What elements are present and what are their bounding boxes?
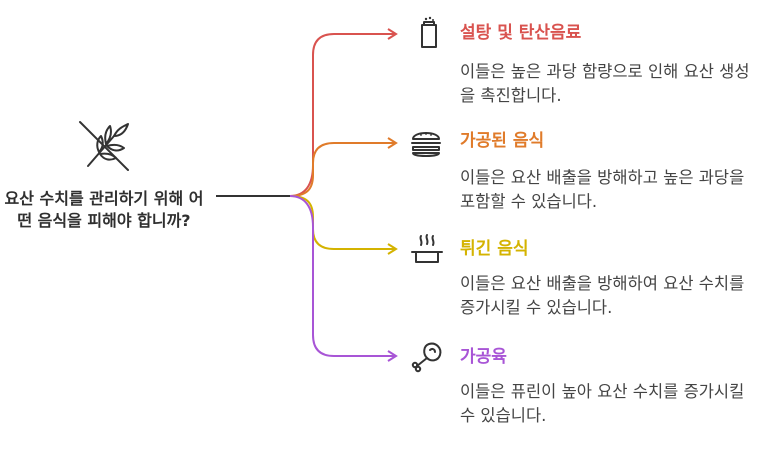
branch-description-4: 이들은 퓨린이 높아 요산 수치를 증가시킬 수 있습니다. <box>460 382 745 425</box>
no-wheat-icon <box>79 121 129 171</box>
fryer-pan-icon <box>411 234 443 263</box>
branch-arrow-2 <box>387 137 398 149</box>
branch-connector-1 <box>289 33 394 197</box>
branch-title-4: 가공육 <box>460 347 507 367</box>
branch-title-2: 가공된 음식 <box>460 131 545 151</box>
central-question: 요산 수치를 관리하기 위해 어떤 음식을 피해야 합니까? <box>4 189 204 230</box>
branch-description-2: 이들은 요산 배출을 방해하고 높은 과당을 포함할 수 있습니다. <box>460 168 745 211</box>
branch-arrow-4 <box>387 350 398 362</box>
branch-connector-3 <box>289 195 394 250</box>
branch-arrow-1 <box>387 28 398 40</box>
branch-title-1: 설탕 및 탄산음료 <box>460 23 582 43</box>
branch-description-1: 이들은 높은 과당 함량으로 인해 요산 생성을 촉진합니다. <box>460 62 750 105</box>
burger-icon <box>411 132 441 157</box>
soda-can-icon <box>421 16 437 48</box>
branch-description-3: 이들은 요산 배출을 방해하여 요산 수치를 증가시킬 수 있습니다. <box>460 274 745 317</box>
meat-leg-icon <box>411 342 442 373</box>
branch-connector-4 <box>289 195 394 357</box>
branch-connector-2 <box>289 142 394 197</box>
branch-title-3: 튀긴 음식 <box>460 239 529 259</box>
branch-arrow-3 <box>387 243 398 255</box>
